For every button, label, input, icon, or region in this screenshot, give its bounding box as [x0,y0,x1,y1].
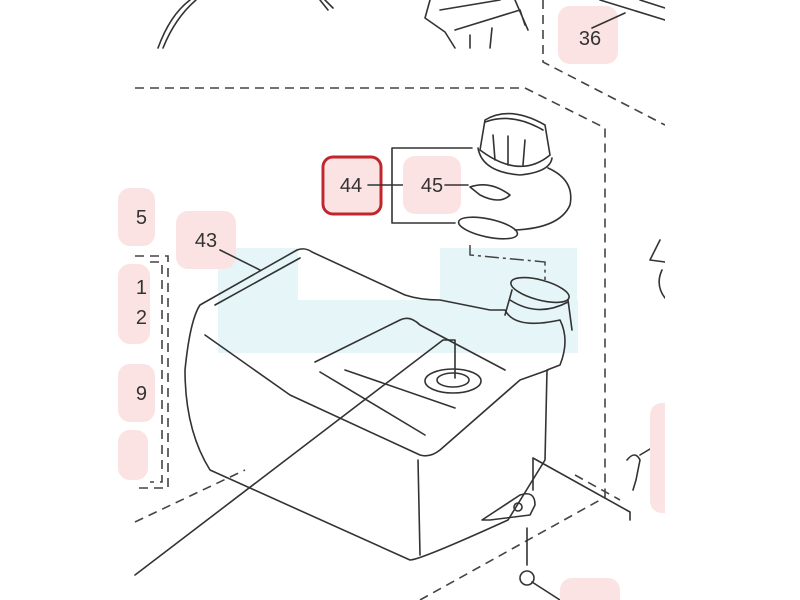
callout-45[interactable]: 45 [403,156,469,214]
callout-left-a-label: 5 [136,207,147,229]
callout-36-label: 36 [579,28,601,50]
callout-44-highlighted[interactable]: 44 [321,155,408,216]
callout-45-label: 45 [421,175,443,197]
callout-left-b-label: 1 [136,277,147,299]
callout-36[interactable]: 36 [558,6,626,64]
upper-parts [157,0,666,299]
boundary-lines [134,0,666,600]
callout-left-c-label: 2 [136,307,147,329]
callout-43-label: 43 [195,230,217,252]
callout-left-d-label: 9 [136,383,147,405]
callout-44-label: 44 [340,175,362,197]
fuel-tank [134,248,666,600]
tint-area [218,248,578,353]
callout-partial-left[interactable]: 5 1 2 9 [118,188,155,480]
callout-43[interactable]: 43 [176,211,261,271]
